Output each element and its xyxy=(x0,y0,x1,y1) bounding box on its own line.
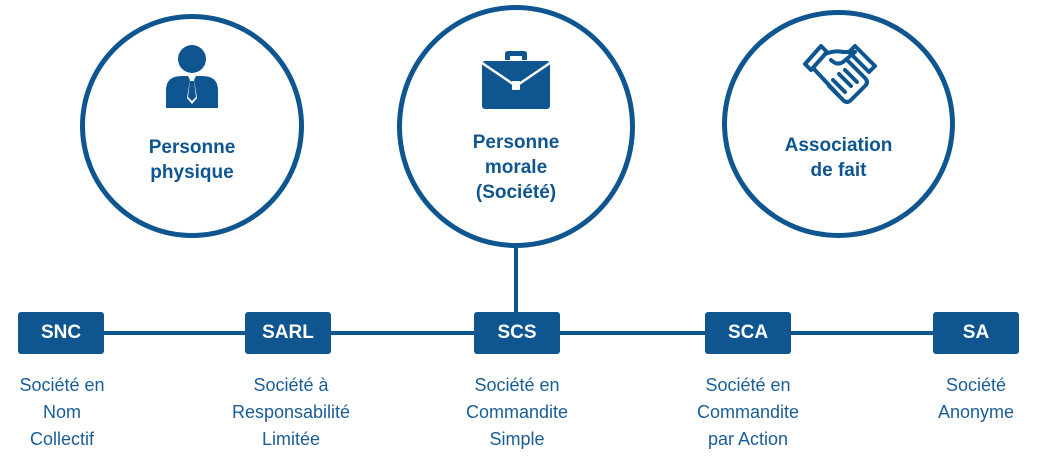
entity-title: Association de fait xyxy=(784,135,893,181)
handshake-icon xyxy=(803,44,877,104)
entity-circle-personne-morale: Personne morale (Société) xyxy=(397,5,635,248)
company-badge-sarl: SARL xyxy=(245,312,331,354)
person-icon xyxy=(166,45,218,108)
company-badge-sca: SCA xyxy=(705,312,791,354)
briefcase-icon xyxy=(481,51,551,109)
company-description: Société à Responsabilité Limitée xyxy=(231,375,351,449)
company-badge-snc: SNC xyxy=(18,312,104,354)
entity-title: Personne physique xyxy=(148,137,236,183)
company-description: Société en Commandite Simple xyxy=(465,375,569,449)
company-description: Société en Nom Collectif xyxy=(19,375,105,449)
entity-circle-personne-physique: Personne physique xyxy=(80,14,304,238)
company-badge-scs: SCS xyxy=(474,312,560,354)
company-description: Société en Commandite par Action xyxy=(696,375,800,449)
entity-circle-association-de-fait: Association de fait xyxy=(722,10,955,238)
company-badge-sa: SA xyxy=(933,312,1019,354)
entity-title: Personne morale (Société) xyxy=(472,132,560,203)
company-description: Société Anonyme xyxy=(937,375,1015,422)
